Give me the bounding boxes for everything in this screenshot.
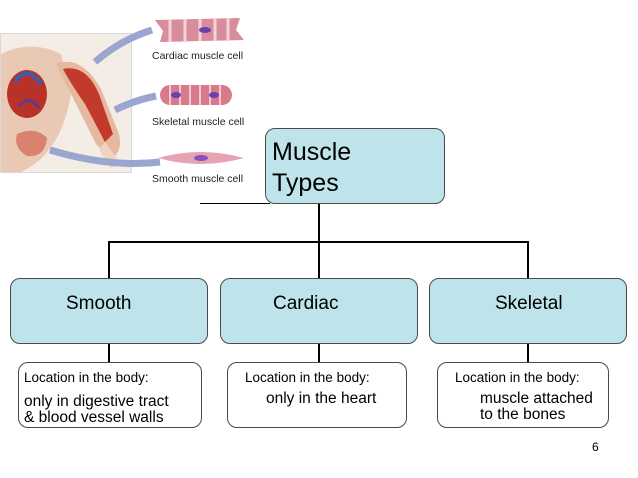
anatomy-illustration [0,33,132,173]
connector-smooth-location [108,344,110,362]
smooth-cell-image [158,152,244,164]
smooth-cell-label: Smooth muscle cell [152,173,244,185]
cardiac-cell-image [155,18,244,42]
arrow-to-smooth [48,146,161,167]
smooth-type-label: Smooth [66,293,132,314]
diagram-title: Muscle Types [272,138,352,197]
connector-title-stem [318,204,320,242]
cardiac-location-text: only in the heart [266,390,377,407]
body-figure-image [1,34,131,172]
arrow-to-skeletal [113,92,157,114]
cardiac-location-heading: Location in the body: [245,370,370,385]
skeletal-type-label: Skeletal [495,293,563,314]
cardiac-type-label: Cardiac [273,293,339,314]
smooth-location-box [18,362,202,428]
skeletal-cell-image [160,85,232,105]
title-underline [200,203,270,204]
smooth-location-heading: Location in the body: [24,370,149,385]
connector-smooth [108,241,110,279]
smooth-type-box [10,278,208,344]
smooth-location-text: only in digestive tract & blood vessel w… [24,393,169,426]
cardiac-cell-label: Cardiac muscle cell [152,50,244,62]
connector-skeletal [527,241,529,279]
cardiac-location-box [227,362,407,428]
connector-cardiac-location [318,344,320,362]
connector-skeletal-location [527,344,529,362]
skeletal-location-box [437,362,609,428]
cardiac-type-box [220,278,418,344]
skeletal-location-heading: Location in the body: [455,370,580,385]
skeletal-cell-label: Skeletal muscle cell [152,116,245,128]
skeletal-type-box [429,278,627,344]
arrow-to-cardiac [92,26,154,65]
title-box [265,128,445,204]
page-number: 6 [592,440,599,454]
muscle-cells-illustration [48,18,244,167]
connector-cardiac [318,241,320,279]
skeletal-location-text: muscle attached to the bones [480,390,593,423]
